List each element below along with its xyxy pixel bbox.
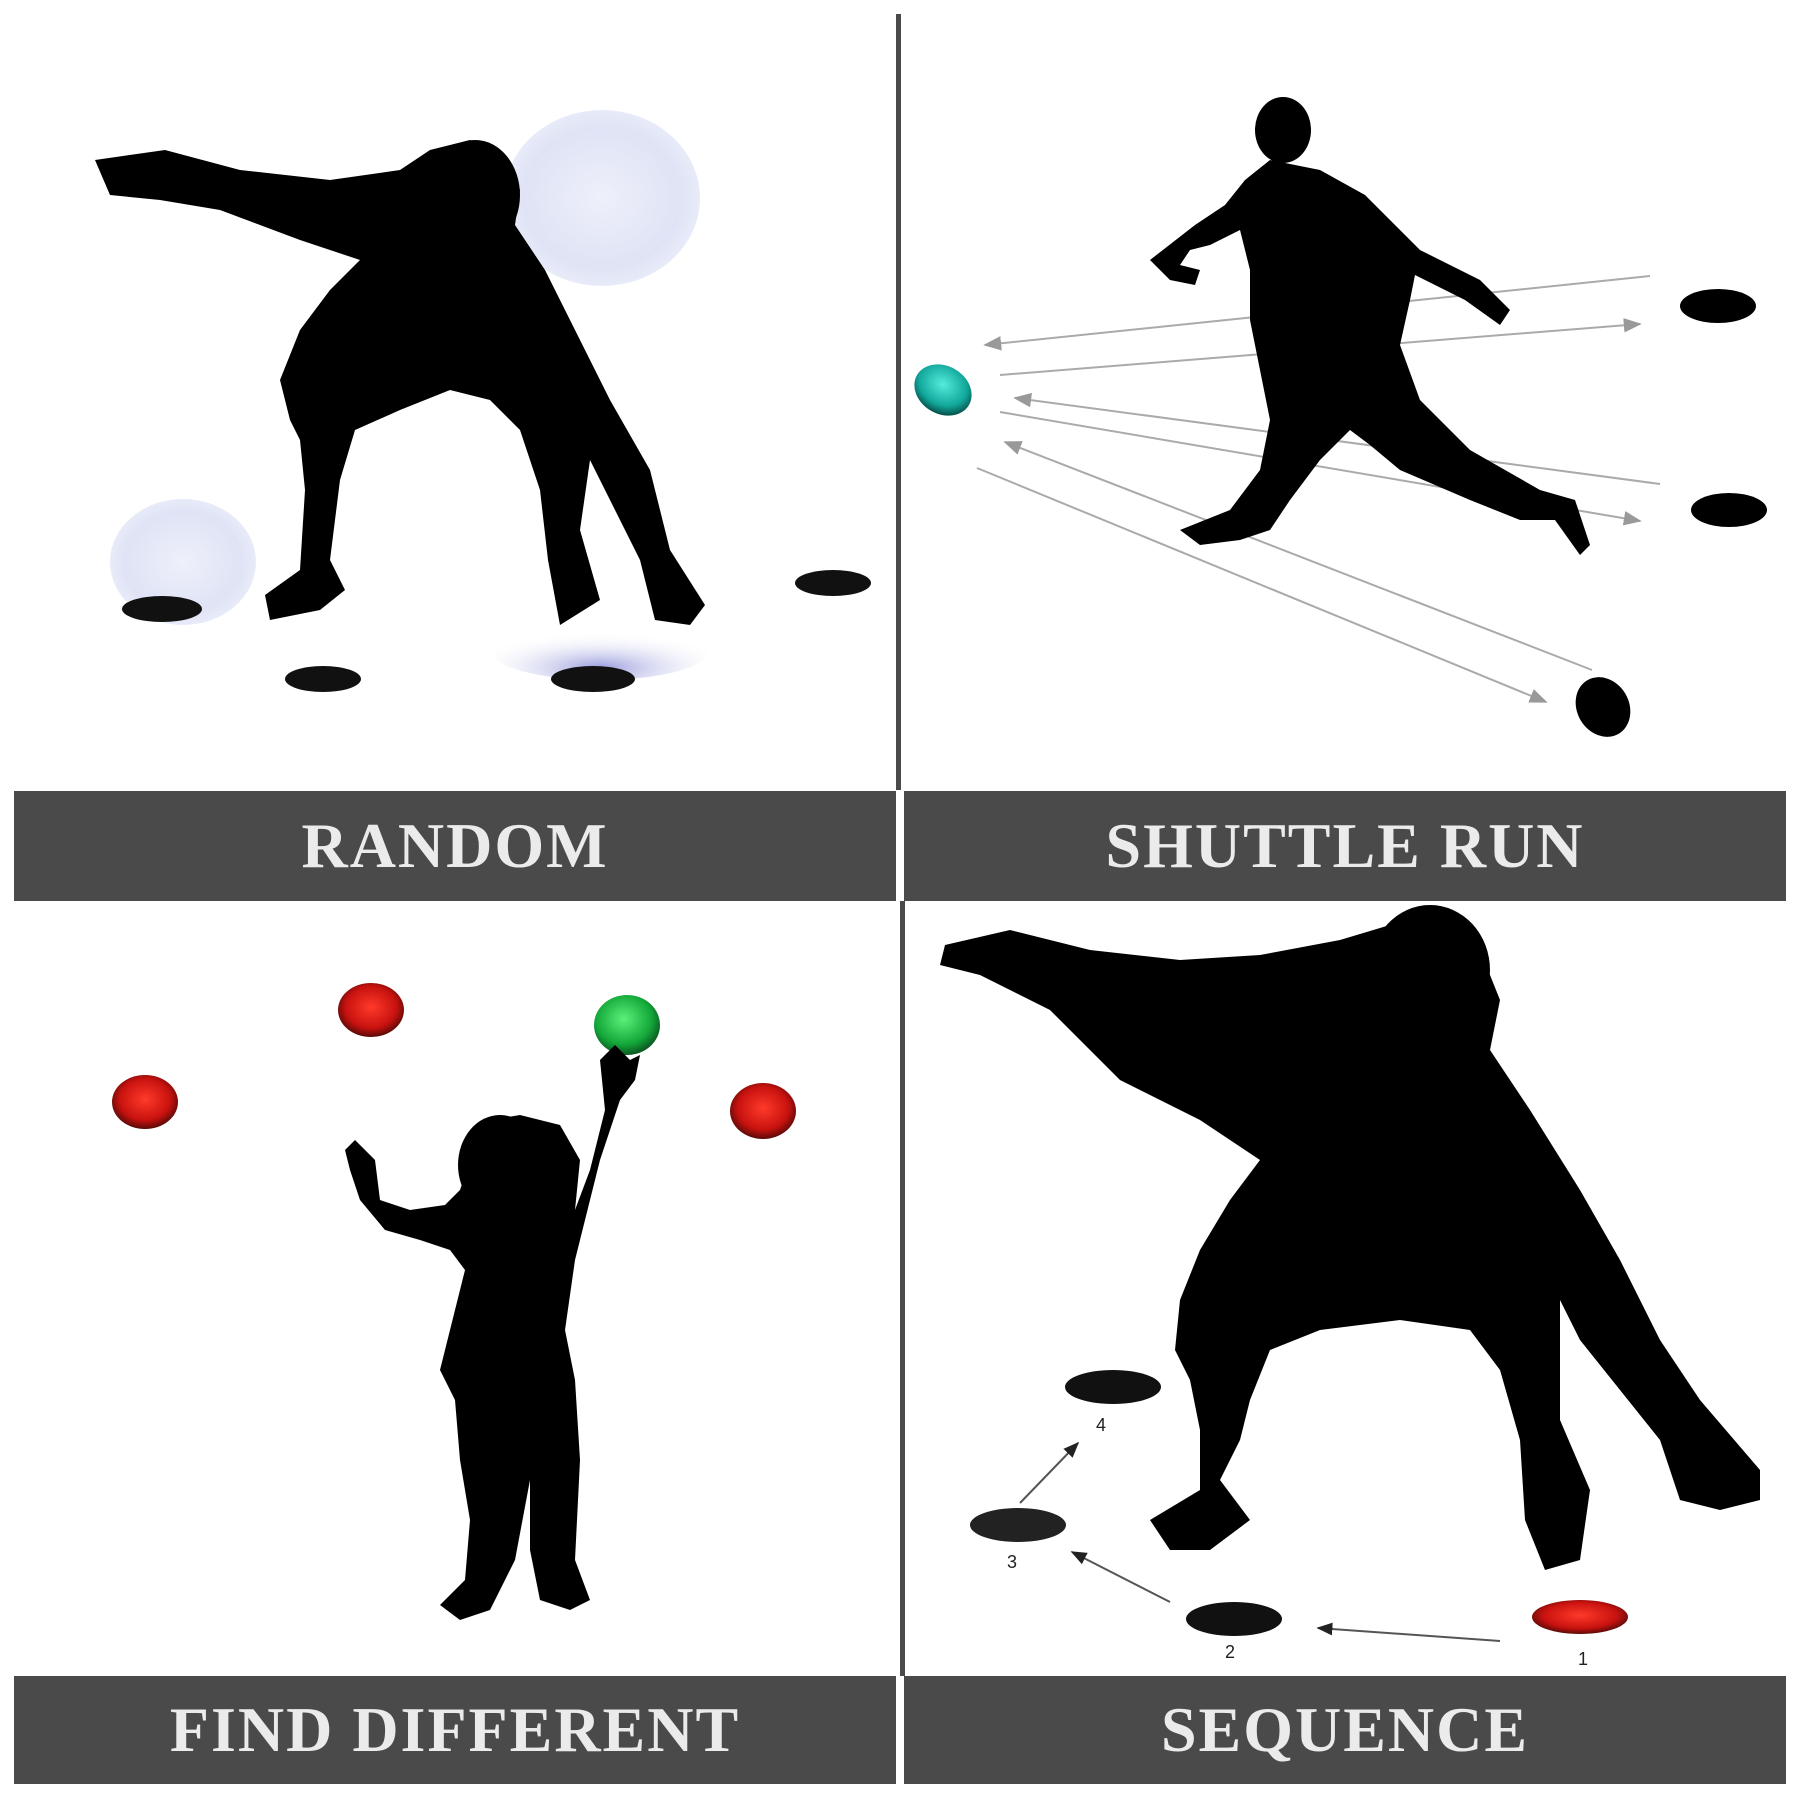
disc-pad [122, 596, 202, 622]
panel-shuttle-run-illustration [914, 97, 1767, 737]
green-light-pad [594, 995, 660, 1055]
sequence-number-3: 3 [1007, 1552, 1017, 1572]
panel-label-text: RANDOM [301, 810, 609, 881]
sequence-pad-3 [970, 1508, 1066, 1542]
panel-sequence-illustration: 1 2 3 4 [940, 905, 1760, 1669]
panel-label-random: RANDOM [14, 791, 896, 901]
disc-pad [795, 570, 871, 596]
disc-pad [285, 666, 361, 692]
panel-label-text: SHUTTLE RUN [1105, 810, 1585, 881]
disc-pad [1691, 493, 1767, 527]
athlete-silhouette-crouch [95, 140, 705, 625]
sequence-arrow [1019, 1441, 1080, 1504]
disc-pad [551, 666, 635, 692]
panel-find-different-illustration [112, 983, 796, 1620]
vertical-divider-bottom [900, 901, 905, 1676]
disc-pad [1680, 289, 1756, 323]
panel-label-shuttle-run: SHUTTLE RUN [904, 791, 1786, 901]
sequence-number-4: 4 [1096, 1415, 1106, 1435]
red-light-pad [338, 983, 404, 1037]
glow-light-small [110, 499, 256, 625]
blue-mist [490, 620, 710, 680]
sequence-number-2: 2 [1225, 1642, 1235, 1662]
shuttle-arrow [976, 467, 1548, 703]
sequence-arrow [1316, 1622, 1501, 1642]
sequence-pad-1 [1532, 1600, 1628, 1634]
teal-light-pad [914, 364, 972, 416]
red-light-pad [112, 1075, 178, 1129]
panel-label-text: SEQUENCE [1160, 1694, 1530, 1765]
panel-label-sequence: SEQUENCE [904, 1676, 1786, 1784]
disc-pad [1575, 677, 1631, 737]
sequence-pad-4 [1065, 1370, 1161, 1404]
athlete-silhouette-crouch [940, 905, 1760, 1570]
sequence-pad-2 [1186, 1602, 1282, 1636]
vertical-divider-top [896, 14, 901, 790]
child-silhouette-reaching [345, 1045, 640, 1620]
sequence-arrow [1070, 1551, 1171, 1603]
panel-label-find-different: FIND DIFFERENT [14, 1676, 896, 1784]
sequence-number-1: 1 [1578, 1649, 1588, 1669]
shuttle-arrow [1003, 441, 1593, 671]
panel-random-illustration [95, 110, 871, 692]
athlete-silhouette-running [1150, 97, 1590, 555]
panel-label-text: FIND DIFFERENT [169, 1694, 741, 1765]
glow-light-large [504, 110, 700, 286]
red-light-pad [730, 1083, 796, 1139]
